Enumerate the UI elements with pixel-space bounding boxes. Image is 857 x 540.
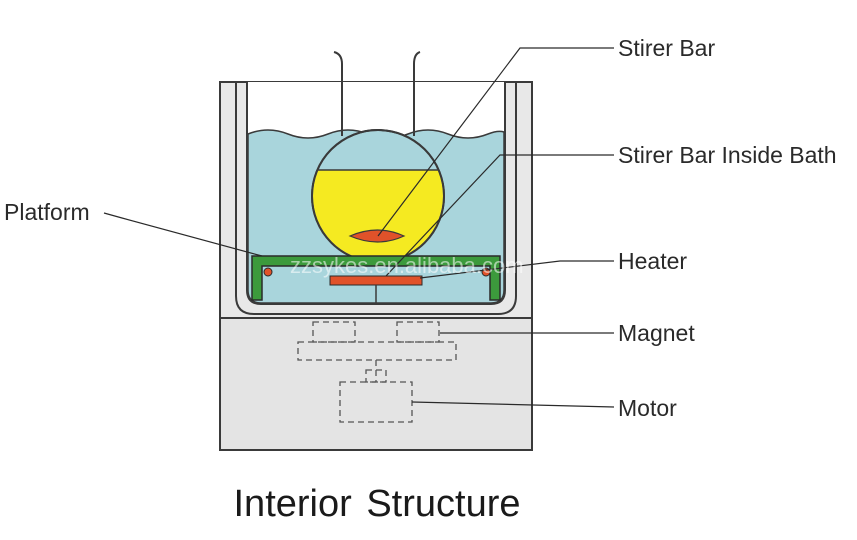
leader-platform	[103, 212, 263, 257]
label-platform: Platform	[4, 199, 90, 225]
label-stirer-bar-inside-bath: Stirer Bar Inside Bath	[618, 142, 837, 168]
platform	[251, 255, 501, 301]
stirer-bar	[348, 229, 406, 243]
magnet-outline	[297, 321, 457, 383]
leader-motor	[411, 401, 615, 408]
platform-screw-left	[263, 267, 273, 277]
label-motor: Motor	[618, 395, 677, 421]
flask-neck-left	[333, 51, 343, 136]
label-magnet: Magnet	[618, 320, 695, 346]
watermark: zzsykes.en.alibaba.com	[290, 253, 524, 278]
label-stirer-bar: Stirer Bar	[618, 35, 716, 61]
leader-stirer-inside	[385, 154, 614, 277]
leader-heater	[419, 260, 614, 279]
label-heater: Heater	[618, 248, 688, 274]
diagram-caption: Interior Structure	[233, 483, 521, 525]
base-unit	[219, 317, 533, 451]
bath-wall	[235, 82, 517, 315]
leader-stirer-bar	[377, 47, 614, 237]
flask-neck-right	[413, 51, 421, 136]
